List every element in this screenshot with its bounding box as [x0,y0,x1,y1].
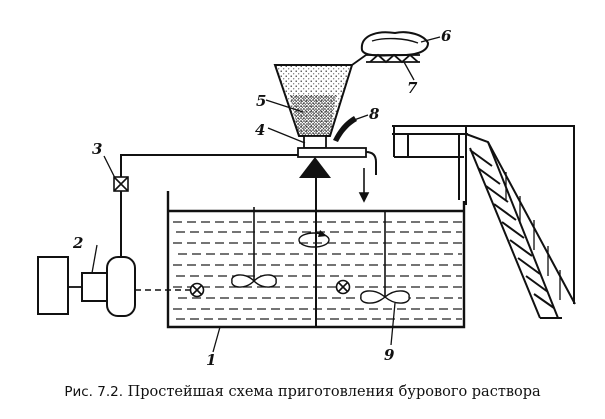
right-agitator-impeller [360,290,410,304]
hopper-material [290,95,336,136]
left-agitator-impeller [231,274,277,288]
label-4: 4 [255,121,265,139]
outlet-elbow [365,151,377,175]
staircase [465,126,576,319]
label-3: 3 [92,140,102,158]
figure-number: Рис. 7.2. [64,384,123,400]
bag-seam [371,37,419,44]
pump-vessel [106,256,136,317]
left-nozzle [189,282,205,298]
delivery-pipeline [120,154,298,257]
valve-icon [113,176,129,192]
water-nozzle [333,116,357,142]
figure-caption: Рис. 7.2. Простейшая схема приготовления… [0,384,605,400]
leader-lines [91,36,441,353]
service-platform [392,125,575,205]
hydraulic-mixer-body [303,135,327,149]
label-7: 7 [407,79,418,97]
label-9: 9 [384,346,395,364]
material-bag [360,31,430,57]
rotation-arrow-icon [298,232,330,248]
rotation-arrow-head [318,230,327,237]
mixer-cone [299,157,331,178]
right-nozzle [335,279,351,295]
roller-conveyor [351,53,420,66]
electric-motor [37,256,69,315]
drilling-mud-preparation-diagram: 1 2 3 4 5 6 7 8 9 [37,27,576,369]
label-5: 5 [256,92,266,110]
flow-arrow-icon [358,168,370,203]
label-1: 1 [206,351,216,369]
stair-railing [505,172,561,300]
label-2: 2 [72,234,83,252]
label-6: 6 [441,27,452,45]
liquid-fill [173,221,462,320]
mixer-outlet-pipe [297,147,367,158]
label-8: 8 [369,105,380,123]
pump-housing [81,272,109,302]
figure-title: Простейшая схема приготовления бурового … [127,384,541,400]
